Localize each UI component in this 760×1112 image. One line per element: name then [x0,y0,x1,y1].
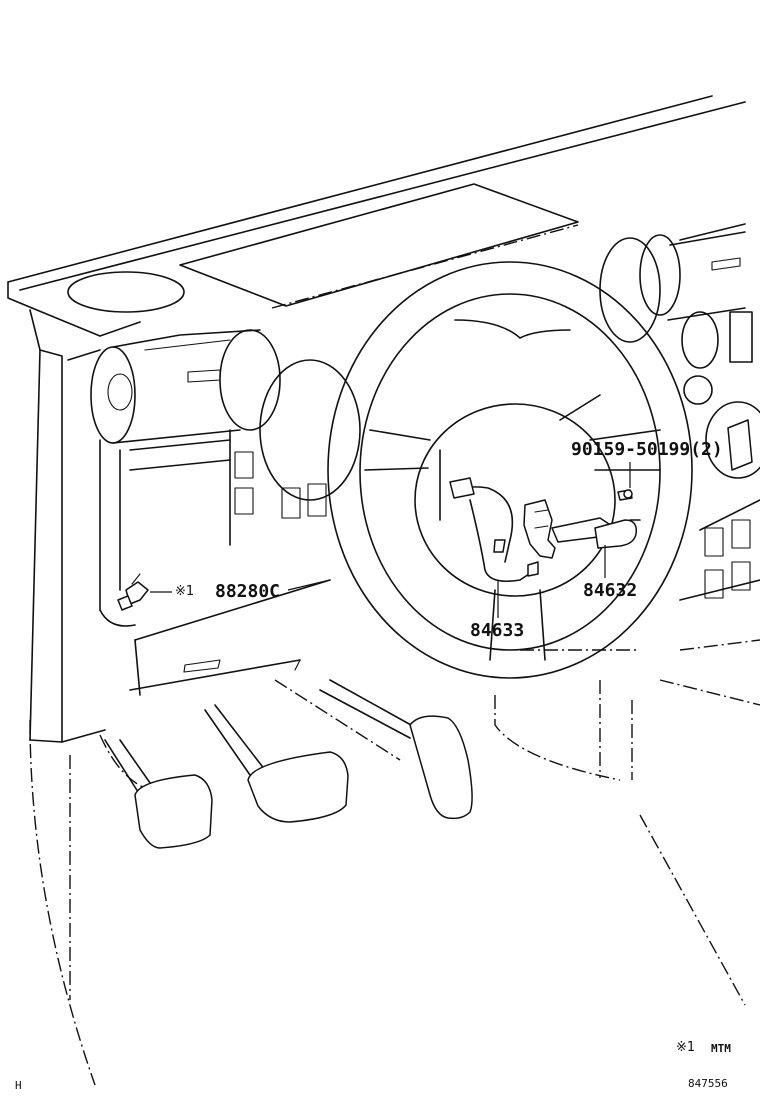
floor-lines [29,679,401,1086]
label-harness: 84633 [470,620,525,641]
cluster-area [129,359,361,696]
wire-harness-84633 [449,477,539,583]
label-switch-lever: 84632 [583,580,638,601]
label-bolt: 90159-50199(2) [571,439,723,460]
sensor-88280c [117,573,149,611]
label-sensor: 88280C [215,581,281,602]
label-sensor-mark: ※1 [175,584,195,599]
footnote-mark: ※1 [676,1040,696,1055]
illustration-number: 847556 [688,1077,728,1090]
center-console [494,639,760,1006]
switch-assembly-84632 [523,499,641,559]
dash-left-panel [29,309,281,743]
leader-lines [150,462,631,618]
pedals [104,679,473,849]
corner-letter: H [15,1079,22,1092]
dash-right-vents [599,231,760,601]
dashboard-top [7,95,746,337]
bolt-90159-50199 [617,489,633,501]
steering-wheel [327,261,693,679]
footnote-text: MTM [711,1042,731,1055]
